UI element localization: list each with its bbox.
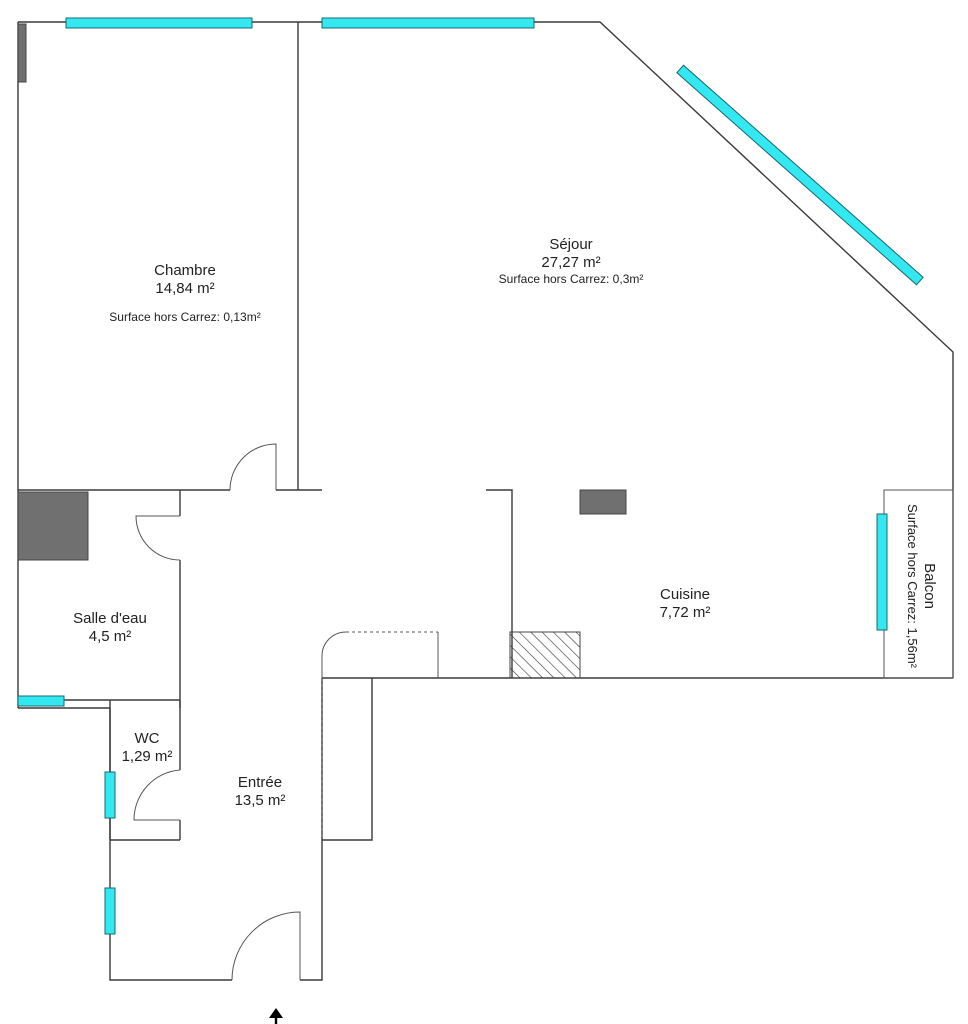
label-sejour: Séjour 27,27 m² Surface hors Carrez: 0,3… <box>446 236 696 286</box>
label-wc: WC 1,29 m² <box>104 730 190 766</box>
kitchen-counter <box>321 631 439 840</box>
room-area-entree: 13,5 m² <box>234 792 286 809</box>
room-name-chambre: Chambre <box>154 262 216 279</box>
room-area-wc: 1,29 m² <box>121 748 173 765</box>
window-sejour-top <box>321 17 535 29</box>
room-area-chambre: 14,84 m² <box>155 280 215 297</box>
outer-walls <box>17 21 954 981</box>
duct-cuisine <box>579 489 627 515</box>
door-swings <box>133 443 301 981</box>
room-name-balcon: Balcon <box>921 563 938 609</box>
room-name-sejour: Séjour <box>549 236 593 253</box>
window-balcon <box>876 513 888 631</box>
room-note-sejour: Surface hors Carrez: 0,3m² <box>498 272 644 286</box>
window-salle-eau <box>17 695 65 707</box>
windows <box>17 17 924 935</box>
window-chambre <box>65 17 253 29</box>
room-area-salle-eau: 4,5 m² <box>88 628 132 645</box>
label-entree: Entrée 13,5 m² <box>190 774 330 810</box>
duct-chambre <box>17 23 27 83</box>
room-note-chambre: Surface hors Carrez: 0,13m² <box>109 310 261 324</box>
label-chambre: Chambre 14,84 m² Surface hors Carrez: 0,… <box>60 262 310 324</box>
room-note-balcon: Surface hors Carrez: 1,56m² <box>905 503 920 668</box>
hatched-appliance <box>509 631 581 679</box>
window-wc <box>104 771 116 819</box>
label-balcon: Balcon Surface hors Carrez: 1,56m² <box>898 492 938 680</box>
duct-salle-eau <box>17 491 89 561</box>
interior-walls <box>18 22 513 841</box>
room-area-cuisine: 7,72 m² <box>659 604 711 621</box>
room-area-sejour: 27,27 m² <box>541 254 601 271</box>
service-blocks <box>17 23 627 561</box>
label-cuisine: Cuisine 7,72 m² <box>600 586 770 622</box>
label-salle-eau: Salle d'eau 4,5 m² <box>40 610 180 646</box>
room-name-entree: Entrée <box>237 774 283 791</box>
room-name-wc: WC <box>134 730 160 747</box>
window-entree <box>104 887 116 935</box>
window-sejour-diagonal <box>676 64 924 286</box>
room-name-cuisine: Cuisine <box>659 586 711 603</box>
room-name-salle-eau: Salle d'eau <box>73 610 147 627</box>
arrow-up-icon <box>269 1008 283 1024</box>
